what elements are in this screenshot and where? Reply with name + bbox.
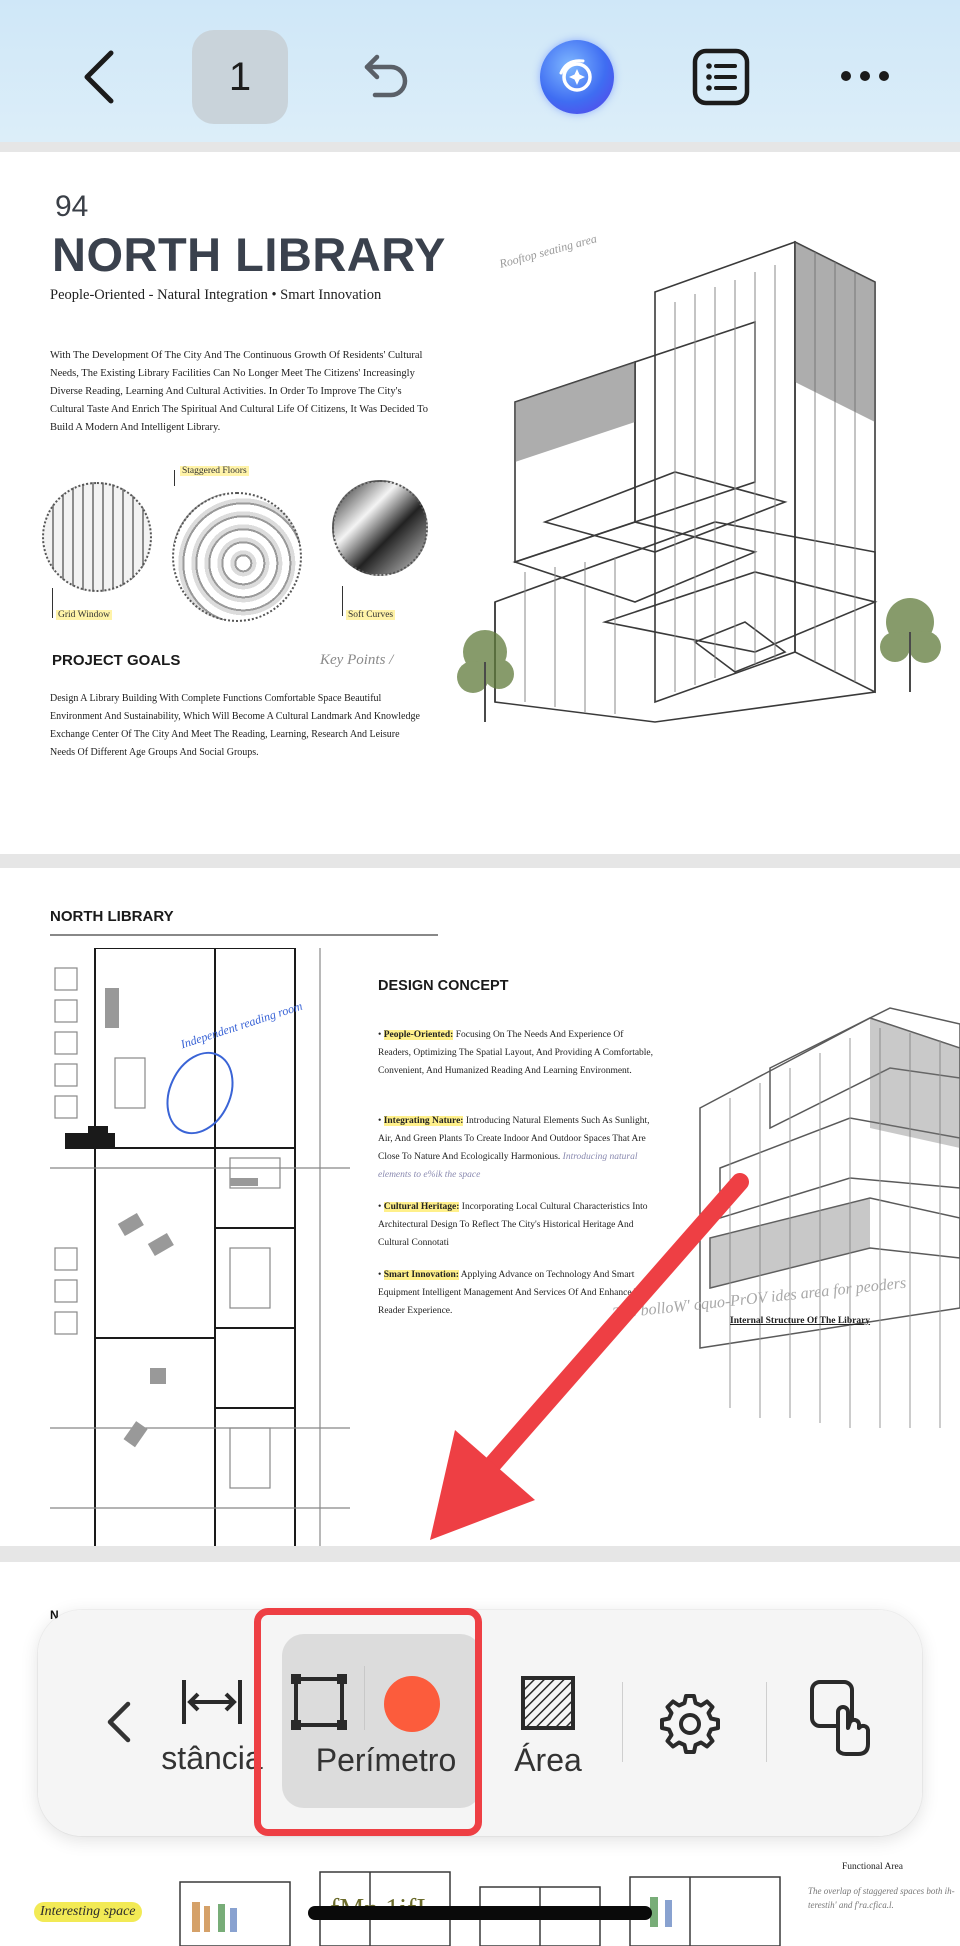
hand-pointer-icon xyxy=(810,1680,870,1756)
back-chevron-icon xyxy=(84,50,114,104)
page-number: 1 xyxy=(228,54,252,99)
table-of-contents-icon xyxy=(692,48,750,106)
red-pointer-arrow xyxy=(430,1173,749,1540)
functional-area-label: Functional Area xyxy=(842,1862,903,1872)
internal-structure-caption: Internal Structure Of The Library xyxy=(730,1316,871,1326)
project-goals-heading: PROJECT GOALS xyxy=(52,652,181,669)
top-toolbar: 1 xyxy=(0,0,960,142)
ai-assistant-button[interactable] xyxy=(540,40,614,114)
grid-window-photo xyxy=(42,482,152,592)
perimeter-divider xyxy=(364,1666,365,1730)
distance-label: stância xyxy=(161,1740,263,1776)
back-button[interactable] xyxy=(70,45,126,109)
tag-staggered-floors: Staggered Floors xyxy=(180,466,249,476)
building-sketch-illustration xyxy=(457,240,941,723)
page-subtitle: People-Oriented - Natural Integration • … xyxy=(50,287,382,303)
perimeter-selected-highlight xyxy=(282,1634,482,1808)
document-page-1[interactable]: 94 NORTH LIBRARY People-Oriented - Natur… xyxy=(0,152,960,854)
design-concept-heading: DESIGN CONCEPT xyxy=(378,978,509,994)
area-tool[interactable]: Área xyxy=(488,1674,608,1779)
intro-paragraph: With The Development Of The City And The… xyxy=(50,350,429,433)
measurement-settings-button[interactable] xyxy=(658,1690,722,1754)
tag-grid-window: Grid Window xyxy=(56,610,112,620)
perimeter-square-icon xyxy=(291,1674,347,1730)
document-page-2[interactable]: NORTH LIBRARY I xyxy=(0,868,960,1546)
area-hatch-icon xyxy=(521,1676,575,1730)
concept-item: • People-Oriented: Focusing On The Needs… xyxy=(378,1030,654,1076)
page-index-number: 94 xyxy=(55,190,89,223)
perimeter-label: Perímetro xyxy=(315,1742,457,1778)
tag-leader-line xyxy=(342,586,343,616)
heading-divider xyxy=(50,934,438,936)
more-icon xyxy=(841,71,889,81)
distance-tool[interactable]: stância xyxy=(150,1674,274,1777)
ai-assistant-icon xyxy=(559,59,592,92)
toolbar-divider xyxy=(766,1682,767,1762)
perimeter-color-swatch[interactable] xyxy=(384,1676,440,1732)
toolbar-divider xyxy=(622,1682,623,1762)
home-indicator[interactable] xyxy=(308,1906,652,1920)
tag-leader-line xyxy=(174,470,175,486)
concept-item: • Cultural Heritage: Incorporating Local… xyxy=(378,1202,648,1248)
soft-curves-photo xyxy=(332,480,428,576)
overlap-note: The overlap of staggered spaces both ih-… xyxy=(808,1886,955,1910)
interior-sketch xyxy=(179,1871,781,1946)
page-3-heading-fragment: N xyxy=(50,1608,59,1622)
area-label: Área xyxy=(514,1742,582,1778)
concept-item: • Integrating Nature: Introducing Natura… xyxy=(378,1116,650,1180)
page-number-button[interactable]: 1 xyxy=(192,30,288,124)
interesting-space-note: Interesting space xyxy=(34,1902,142,1922)
key-points-note: Key Points / xyxy=(320,652,394,668)
project-goals-paragraph: Design A Library Building With Complete … xyxy=(50,693,420,758)
undo-button[interactable] xyxy=(350,45,420,109)
tag-leader-line xyxy=(52,588,53,618)
more-options-button[interactable] xyxy=(830,50,900,102)
table-of-contents-button[interactable] xyxy=(688,44,754,110)
hand-select-button[interactable] xyxy=(808,1678,880,1758)
perimeter-tool[interactable]: Perímetro xyxy=(286,1674,486,1779)
building-perspective-sketch xyxy=(699,1007,960,1428)
concept-item: • Smart Innovation: Applying Advance on … xyxy=(378,1270,649,1316)
distance-ruler-icon xyxy=(182,1680,242,1724)
staggered-floors-photo xyxy=(172,492,302,622)
floor-plan-drawing xyxy=(50,948,350,1546)
toolbar-prev-button[interactable] xyxy=(98,1692,138,1752)
page-2-heading: NORTH LIBRARY xyxy=(50,908,174,925)
gear-icon xyxy=(660,1694,720,1754)
tag-soft-curves: Soft Curves xyxy=(346,610,396,620)
chevron-left-icon xyxy=(107,1701,131,1743)
perimeter-highlight-box xyxy=(254,1608,482,1836)
page-title: NORTH LIBRARY xyxy=(52,228,446,281)
undo-icon xyxy=(364,54,408,98)
